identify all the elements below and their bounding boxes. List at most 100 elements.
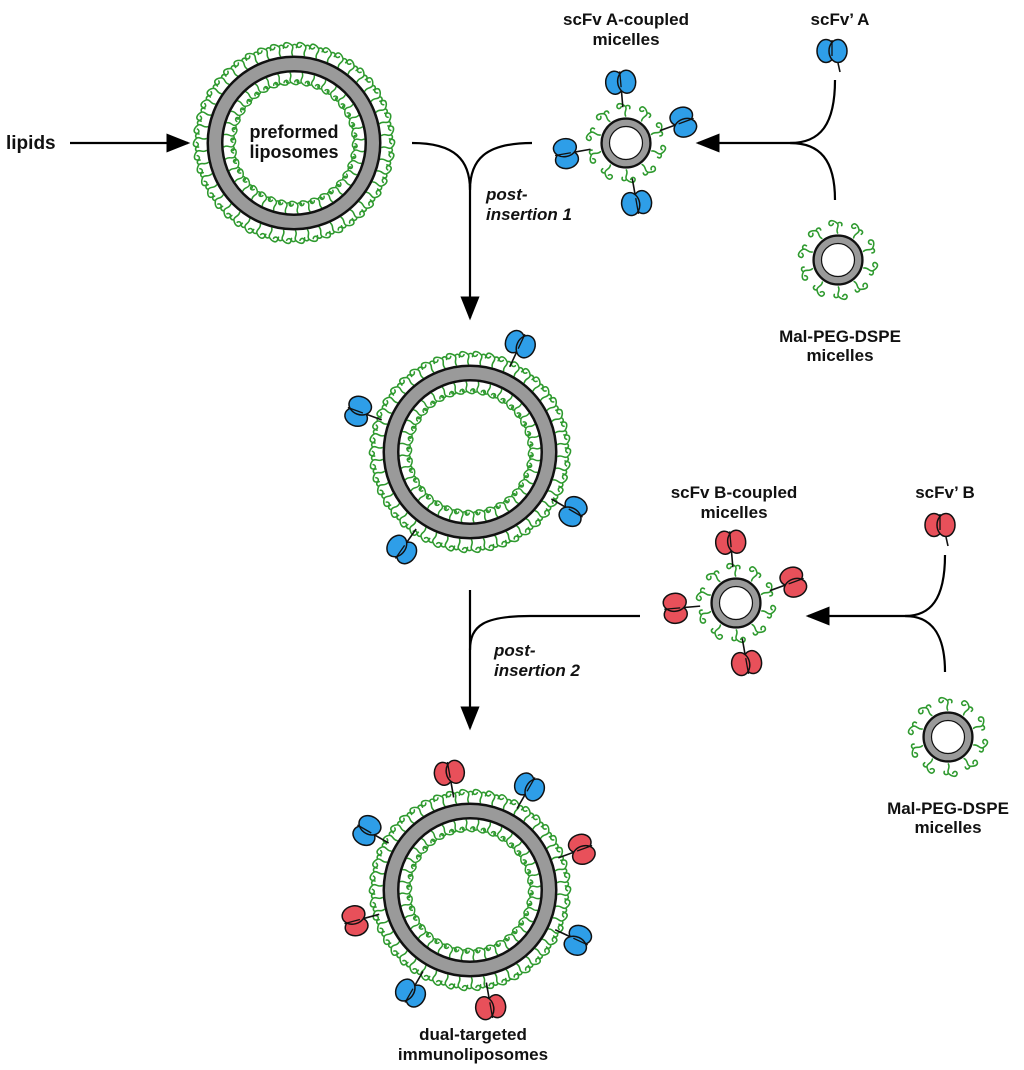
membrane-core	[209, 58, 379, 228]
peg-chain	[807, 227, 823, 240]
peg-chain	[557, 885, 572, 901]
peg-chain	[464, 509, 479, 523]
peg-chain	[381, 138, 396, 154]
peg-chain	[372, 468, 385, 483]
peg-chain	[532, 814, 544, 830]
peg-chain	[542, 936, 558, 949]
peg-chain	[751, 623, 767, 636]
scfv-fragment	[730, 638, 763, 677]
peg-chain	[205, 183, 218, 199]
peg-chain	[399, 446, 413, 461]
peg-chain	[240, 218, 254, 234]
peg-chain	[963, 757, 979, 770]
micelle-core	[930, 719, 966, 755]
peg-chain	[445, 352, 461, 366]
peg-chain	[379, 151, 395, 167]
scfv-fragment	[552, 137, 591, 170]
peg-chain	[938, 696, 953, 711]
preformed-liposomes-label: preformed	[249, 122, 338, 142]
peg-chain	[381, 930, 394, 946]
peg-chain	[546, 834, 559, 850]
peg-chain	[223, 64, 238, 77]
peg-chain	[485, 790, 500, 806]
peg-chain	[828, 219, 843, 234]
peg-chain	[556, 872, 571, 887]
peg-chain	[409, 804, 424, 817]
peg-chain	[540, 823, 553, 839]
peg-chain	[555, 898, 571, 914]
scfv-fragment	[769, 566, 808, 598]
peg-chain	[366, 189, 382, 202]
peg-chain	[399, 373, 414, 386]
peg-chain	[282, 41, 298, 56]
peg-chain	[556, 434, 571, 449]
peg-chain	[405, 958, 418, 974]
peg-chain	[555, 460, 571, 476]
peg-chain	[303, 229, 319, 243]
scfv-prime-b-label: scFv’ B	[915, 483, 975, 502]
peg-chain	[387, 941, 400, 957]
peg-chain	[907, 721, 923, 736]
scfv-fragment	[433, 759, 466, 798]
peg-chain	[552, 473, 568, 488]
peg-chain	[638, 106, 652, 122]
peg-chain	[552, 911, 568, 926]
peg-chain	[973, 738, 989, 753]
peg-chain	[527, 443, 541, 458]
peg-chain	[193, 146, 208, 161]
peg-chain	[376, 164, 392, 179]
micelle-a-fork	[789, 79, 837, 201]
peg-chain	[532, 376, 544, 392]
scfv-fragment	[394, 971, 427, 1008]
peg-chain	[800, 266, 814, 281]
post-insertion-2-label-2: insertion 2	[494, 661, 581, 680]
dual-targeted-label-2: immunoliposomes	[398, 1045, 548, 1064]
peg-chain	[461, 819, 476, 833]
micelle-outline	[710, 577, 762, 629]
peg-chain	[368, 441, 383, 457]
peg-chain	[472, 788, 487, 804]
scfv-fragment	[554, 924, 593, 956]
peg-chain	[453, 538, 468, 554]
peg-chain	[812, 281, 826, 297]
peg-chain	[616, 102, 631, 117]
peg-chain	[229, 211, 242, 227]
scfv-b-coupled-label: scFv B-coupled	[671, 483, 798, 502]
micelle-core	[718, 585, 754, 621]
peg-chain	[192, 132, 207, 148]
peg-chain	[350, 209, 365, 222]
scfv-fragment	[620, 178, 653, 217]
peg-chain	[585, 127, 601, 142]
peg-chain	[760, 582, 774, 597]
peg-chain	[380, 125, 395, 140]
peg-chain	[695, 587, 711, 602]
peg-chain	[960, 700, 974, 716]
peg-chain	[461, 381, 476, 395]
peg-chain	[399, 884, 413, 899]
peg-chain	[546, 396, 559, 412]
micelle-b-fork	[904, 554, 947, 673]
peg-chain	[387, 503, 400, 519]
peg-chain	[641, 163, 657, 176]
peg-chain	[379, 112, 392, 127]
peg-chain	[200, 95, 216, 109]
peg-chain	[726, 562, 741, 577]
peg-chain	[416, 965, 430, 981]
peg-chain	[334, 52, 348, 68]
peg-chain	[522, 368, 535, 384]
peg-chain	[458, 350, 474, 365]
peg-chain	[595, 110, 611, 123]
peg-chain	[369, 428, 385, 444]
peg-chain	[651, 144, 667, 159]
peg-chain	[548, 924, 564, 938]
peg-chain	[548, 486, 564, 500]
post-insertion-1-label: post-	[485, 185, 528, 204]
peg-chain	[479, 538, 495, 552]
peg-chain	[223, 137, 237, 152]
post-insertion-2-label: post-	[493, 641, 536, 660]
peg-chain	[510, 799, 524, 815]
scfv-fragment	[662, 592, 701, 625]
peg-chain	[309, 43, 324, 59]
peg-chain	[472, 350, 487, 366]
peg-chain	[540, 385, 553, 401]
